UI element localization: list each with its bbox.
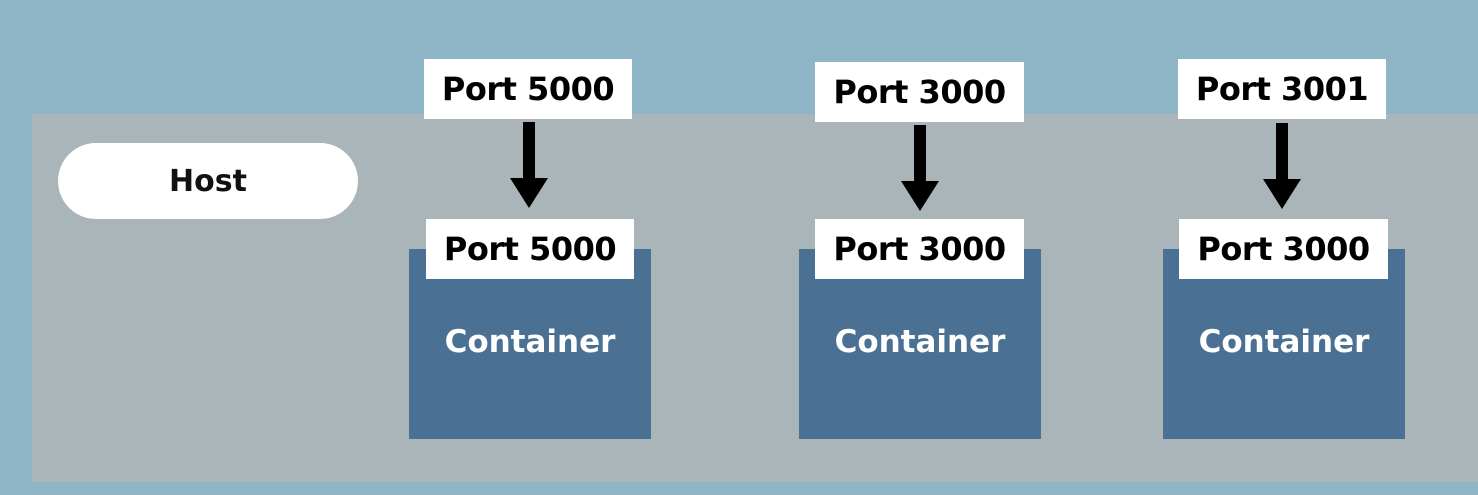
container-port-label-2: Port 3000 xyxy=(815,219,1024,279)
host-port-label-1: Port 5000 xyxy=(424,59,632,119)
arrow-down-icon-3 xyxy=(1263,123,1301,209)
host-port-label-2: Port 3000 xyxy=(815,62,1024,122)
arrow-down-icon-2 xyxy=(901,125,939,211)
container-box-2: Container xyxy=(799,249,1041,439)
container-port-label-3: Port 3000 xyxy=(1179,219,1388,279)
host-label: Host xyxy=(58,143,358,219)
host-port-label-3: Port 3001 xyxy=(1178,59,1386,119)
container-box-3: Container xyxy=(1163,249,1405,439)
container-box-1: Container xyxy=(409,249,651,439)
container-port-label-1: Port 5000 xyxy=(426,219,634,279)
container-label-2: Container xyxy=(834,324,1006,360)
arrow-down-icon-1 xyxy=(510,122,548,208)
container-label-1: Container xyxy=(444,324,616,360)
container-label-3: Container xyxy=(1198,324,1370,360)
